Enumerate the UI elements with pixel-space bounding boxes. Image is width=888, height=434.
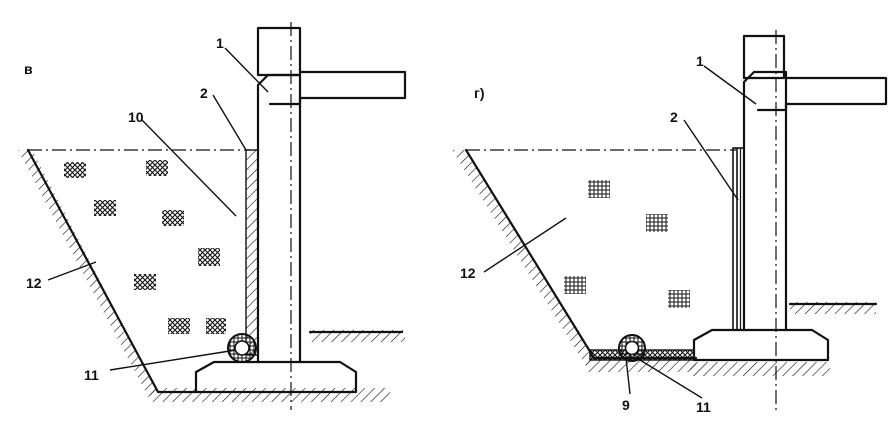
excavation-slope-left xyxy=(26,148,198,394)
waterproofing-layer-left xyxy=(245,149,259,356)
label-12-right: 12 xyxy=(460,265,476,281)
slab-support-left xyxy=(268,96,302,106)
label-2-right: 2 xyxy=(670,109,678,125)
panel-right: г) 1 2 12 9 11 xyxy=(452,30,888,415)
drain-pipe-right xyxy=(618,334,646,362)
label-1-right: 1 xyxy=(696,53,704,69)
label-11-left: 11 xyxy=(84,367,99,383)
footing-left xyxy=(194,360,358,394)
slab-right xyxy=(784,76,888,106)
backfill-marks-left xyxy=(64,160,226,334)
excavation-slope-right xyxy=(464,148,698,360)
drain-pipe-left xyxy=(227,333,257,363)
label-1-left: 1 xyxy=(216,35,224,51)
panel-left: в 1 2 10 12 11 xyxy=(18,22,407,410)
panel-label-left: в xyxy=(24,61,33,77)
slab-support-right xyxy=(756,102,788,112)
wall-right xyxy=(742,70,788,332)
label-10-left: 10 xyxy=(128,109,144,125)
wall-left xyxy=(256,73,302,364)
footing-right xyxy=(692,328,830,362)
backfill-marks-right xyxy=(564,180,690,308)
column-right xyxy=(742,34,786,80)
ground-hatching-right xyxy=(452,150,876,376)
drainage-layer-right xyxy=(732,147,745,331)
slab-left xyxy=(298,70,407,100)
panel-label-right: г) xyxy=(474,85,485,101)
label-11-right: 11 xyxy=(696,399,711,415)
label-12-left: 12 xyxy=(26,275,42,291)
label-2-left: 2 xyxy=(200,85,208,101)
label-9-right: 9 xyxy=(622,397,630,413)
column-left xyxy=(256,26,302,77)
